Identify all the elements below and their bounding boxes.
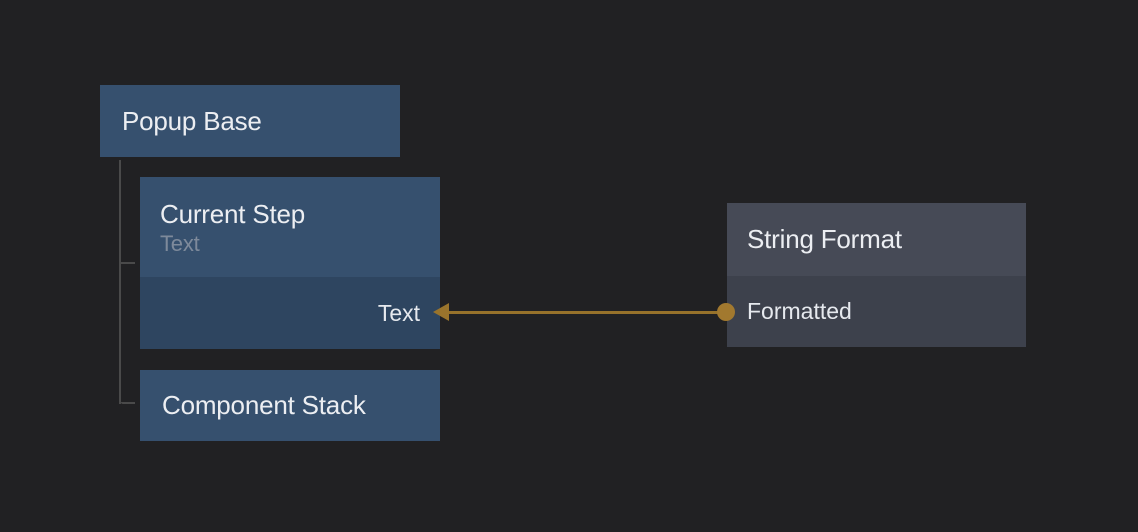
port-row-current-step-text-input[interactable]: Text (140, 277, 440, 349)
arrowhead-icon (433, 303, 449, 321)
tree-connector-branch-current-step (121, 262, 135, 264)
port-label-text: Text (377, 299, 420, 326)
node-popup-base-title: Popup Base (122, 105, 262, 136)
node-string-format-title: String Format (747, 224, 902, 254)
tree-connector-branch-component-stack (121, 402, 135, 404)
node-current-step-header[interactable]: Current Step Text (140, 177, 440, 277)
connection-output-dot-icon[interactable] (717, 303, 735, 321)
connection-wire[interactable] (447, 311, 728, 314)
node-current-step[interactable]: Current Step Text Text (140, 177, 440, 349)
node-string-format[interactable]: String Format Formatted (727, 203, 1026, 347)
tree-connector-vertical-line (119, 160, 121, 404)
node-current-step-subtitle: Text (160, 231, 200, 256)
node-string-format-header[interactable]: String Format (727, 203, 1026, 276)
node-popup-base[interactable]: Popup Base (100, 85, 400, 157)
port-row-string-format-formatted-output[interactable]: Formatted (727, 276, 1026, 347)
node-component-stack[interactable]: Component Stack (140, 370, 440, 441)
node-component-stack-title: Component Stack (162, 390, 366, 420)
node-current-step-title: Current Step (160, 199, 306, 229)
port-label-formatted: Formatted (747, 298, 852, 324)
